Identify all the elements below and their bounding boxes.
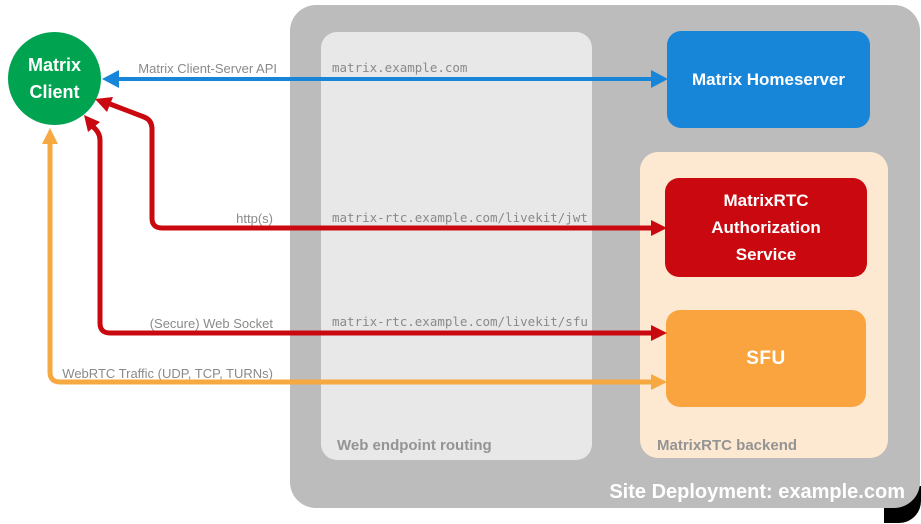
matrix-client-node: Matrix Client xyxy=(8,32,101,125)
https-arrow-label: http(s) xyxy=(236,211,273,226)
endpoint-url-livekit-jwt: matrix-rtc.example.com/livekit/jwt xyxy=(332,210,588,225)
matrixrtc-backend-box: MatrixRTC Authorization Service SFU Matr… xyxy=(640,152,888,458)
webrtc-traffic-arrow-label: WebRTC Traffic (UDP, TCP, TURNs) xyxy=(62,366,273,381)
matrix-homeserver-label: Matrix Homeserver xyxy=(691,69,846,89)
matrixrtc-auth-service-node: MatrixRTC Authorization Service xyxy=(665,178,867,277)
client-server-api-arrow-label: Matrix Client-Server API xyxy=(138,61,277,76)
web-endpoint-routing-label: Web endpoint routing xyxy=(337,437,492,454)
sfu-node: SFU xyxy=(666,310,866,407)
matrix-client-label: Matrix Client xyxy=(27,55,81,102)
site-deployment-title: Site Deployment: example.com xyxy=(609,481,905,503)
endpoint-url-matrix: matrix.example.com xyxy=(332,60,468,75)
endpoint-url-livekit-sfu: matrix-rtc.example.com/livekit/sfu xyxy=(332,314,588,329)
matrixrtc-backend-label: MatrixRTC backend xyxy=(657,437,798,454)
web-endpoint-routing-box: matrix.example.com matrix-rtc.example.co… xyxy=(321,32,592,460)
matrixrtc-auth-service-label: MatrixRTC Authorization Service xyxy=(711,190,821,265)
sfu-label: SFU xyxy=(746,347,786,369)
site-deployment-container: matrix.example.com matrix-rtc.example.co… xyxy=(290,5,920,508)
websocket-arrow-label: (Secure) Web Socket xyxy=(149,316,273,331)
matrix-homeserver-node: Matrix Homeserver xyxy=(667,31,870,128)
